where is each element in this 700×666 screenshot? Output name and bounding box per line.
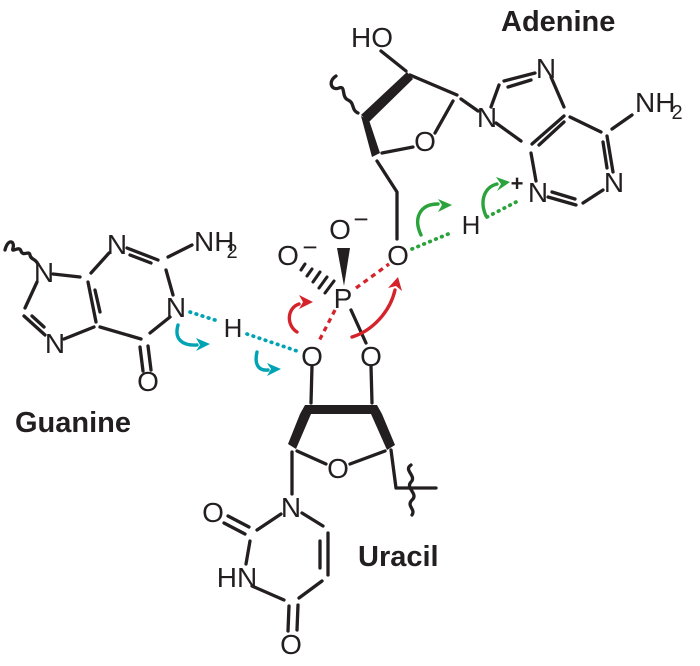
phosphorus-label: P	[334, 283, 353, 314]
guanine-label: Guanine	[15, 407, 131, 439]
adenosine-o5prime-label: O	[387, 240, 409, 271]
red-curved-arrow-small	[287, 302, 301, 334]
red-curved-arrow-small-head-icon	[299, 295, 313, 309]
adenosine-wedge-c2-c3	[361, 72, 413, 122]
guanine-amino-subscript: 2	[226, 241, 237, 263]
adenine-label: Adenine	[501, 6, 615, 38]
transferring-proton-adenine-side: H	[462, 210, 481, 240]
guanine-n1-label: N	[166, 292, 186, 323]
hbond-o5prime-to-h	[410, 230, 455, 251]
red-curved-arrow-large	[350, 288, 397, 339]
guanine-n7-label: N	[45, 328, 65, 359]
phosphate-bold-wedge-bond	[337, 248, 350, 286]
skeleton-strokes	[3, 49, 634, 633]
hbond-h-to-adenine-n	[485, 199, 520, 219]
uracil-n3-imino-label: HN	[217, 562, 257, 593]
uracil-label: Uracil	[358, 541, 439, 573]
uridine-wedge-c2-c1	[288, 414, 311, 449]
uridine-o3prime-label: O	[360, 341, 382, 372]
green-curved-arrow-2	[481, 182, 499, 218]
adenosine-ring-oxygen-label: O	[414, 126, 436, 157]
guanine-single-bonds	[22, 243, 194, 341]
hbond-h-to-o2prime	[245, 332, 299, 353]
adenine-n1-label: N	[604, 167, 624, 198]
phosphate-left-oxygen-label: O	[277, 240, 299, 271]
adenosine-sugar-bonds	[375, 49, 480, 241]
guanine-o6-label: O	[137, 366, 159, 397]
adenine-amino-label: NH	[635, 87, 675, 118]
phosphate-hashed-wedge-bond	[299, 262, 336, 295]
phosphate-top-oxygen-charge: −	[353, 204, 368, 234]
adenine-single-bonds	[489, 71, 634, 207]
forming-bond-p-o5prime	[355, 262, 390, 290]
uracil-o2-label: O	[202, 497, 224, 528]
transferring-proton-guanine-side: H	[224, 313, 243, 343]
cyan-curved-arrow-1	[175, 323, 199, 347]
skeleton-fills: Adenine Guanine Uracil N N N N NH 2 O H …	[15, 6, 683, 660]
hbond-guanine-n1-to-h	[188, 310, 220, 323]
adenine-n-plus-charge: +	[511, 171, 524, 196]
uracil-double-bond-lines	[222, 514, 322, 633]
cyan-curved-arrow-2	[254, 350, 270, 372]
guanine-chain-squiggle-icon	[3, 240, 40, 266]
green-curved-arrow-2-head-icon	[496, 177, 510, 191]
red-curved-arrow-large-head-icon	[388, 277, 402, 291]
adenine-protonated-n-label: N	[528, 177, 548, 208]
cyan-curved-arrow-1-head-icon	[196, 338, 210, 351]
green-curved-arrow-1-head-icon	[438, 199, 452, 212]
adenine-n9-label: N	[477, 102, 497, 133]
uridine-bold-top-edge	[300, 405, 382, 414]
adenosine-2oh-label: HO	[351, 22, 393, 53]
adenine-double-bond-lines	[506, 78, 609, 201]
forming-bond-p-o2prime	[317, 309, 337, 342]
green-curved-arrow-1	[416, 202, 440, 237]
uridine-o2prime-label: O	[301, 341, 323, 372]
phosphate-p-o3-bond	[349, 308, 368, 345]
adenosine-chain-squiggle-icon	[329, 74, 360, 115]
red-attack-group	[287, 262, 402, 342]
phosphate-top-oxygen-label: O	[329, 214, 351, 245]
uridine-sugar-bonds	[290, 364, 438, 496]
uridine-wedge-c3-c4	[371, 414, 395, 450]
guanine-n9-label: N	[34, 257, 54, 288]
uridine-ring-oxygen-label: O	[327, 453, 349, 484]
cyan-proton-transfer-group	[175, 310, 299, 376]
guanine-n3-label: N	[107, 229, 127, 260]
guanine-double-bond-lines	[30, 253, 153, 373]
phosphate-left-oxygen-charge: −	[302, 232, 317, 262]
adenine-n7-label: N	[536, 53, 556, 84]
uracil-single-bonds	[244, 511, 330, 602]
uracil-o4-label: O	[280, 629, 302, 660]
uracil-n1-label: N	[281, 492, 301, 523]
uridine-chain-squiggle-icon	[406, 463, 416, 517]
adenine-amino-subscript: 2	[671, 102, 682, 124]
guanine-amino-label: NH	[194, 226, 234, 257]
cyan-curved-arrow-2-head-icon	[267, 363, 281, 376]
green-proton-transfer-group	[410, 177, 520, 251]
adenosine-wedge-c3-c4	[361, 116, 380, 157]
